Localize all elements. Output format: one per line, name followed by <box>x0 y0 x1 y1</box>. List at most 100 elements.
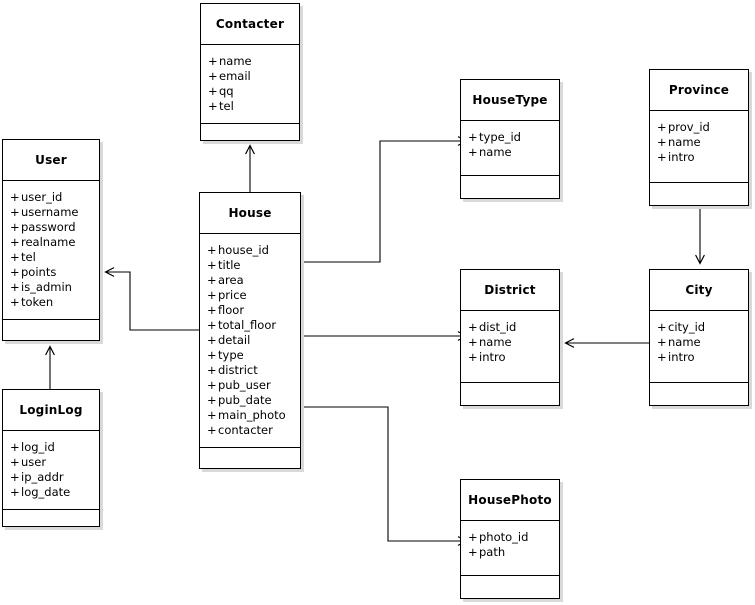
class-name-user: User <box>3 140 99 182</box>
attribute-name: floor <box>218 303 245 318</box>
attribute-name: house_id <box>218 243 269 258</box>
attribute-name: pub_user <box>218 378 271 393</box>
visibility-marker: + <box>10 485 20 500</box>
class-operations-loginlog <box>3 510 99 532</box>
attribute-name: total_floor <box>218 318 277 333</box>
visibility-marker: + <box>207 318 217 333</box>
class-attributes-user: +user_id +username +password +realname +… <box>3 181 99 321</box>
class-box-province[interactable]: Province +prov_id +name +intro <box>649 69 749 206</box>
visibility-marker: + <box>10 470 20 485</box>
visibility-marker: + <box>657 135 667 150</box>
attribute-row: +dist_id <box>461 320 559 335</box>
attribute-row: +token <box>3 295 99 310</box>
class-operations-contacter <box>201 124 299 146</box>
attribute-name: user_id <box>21 190 63 205</box>
class-box-user[interactable]: User +user_id +username +password +realn… <box>2 139 100 341</box>
visibility-marker: + <box>207 423 217 438</box>
class-box-city[interactable]: City +city_id +name +intro <box>649 269 749 406</box>
class-attributes-district: +dist_id +name +intro <box>461 311 559 383</box>
attribute-row: +name <box>461 335 559 350</box>
attribute-name: prov_id <box>668 120 710 135</box>
visibility-marker: + <box>657 335 667 350</box>
class-box-housephoto[interactable]: HousePhoto +photo_id +path <box>460 479 560 599</box>
attribute-row: +main_photo <box>200 408 300 423</box>
class-name-province: Province <box>650 70 748 112</box>
visibility-marker: + <box>208 84 218 99</box>
attribute-row: +intro <box>650 150 748 165</box>
visibility-marker: + <box>207 393 217 408</box>
visibility-marker: + <box>207 378 217 393</box>
attribute-row: +pub_date <box>200 393 300 408</box>
edge-house-housetype <box>301 136 468 263</box>
visibility-marker: + <box>657 350 667 365</box>
attribute-row: +pub_user <box>200 378 300 393</box>
visibility-marker: + <box>208 54 218 69</box>
attribute-row: +photo_id <box>461 530 559 545</box>
visibility-marker: + <box>10 295 20 310</box>
class-operations-district <box>461 383 559 405</box>
visibility-marker: + <box>207 363 217 378</box>
attribute-row: +user <box>3 455 99 470</box>
visibility-marker: + <box>207 243 217 258</box>
visibility-marker: + <box>10 205 20 220</box>
attribute-row: +tel <box>201 99 299 114</box>
attribute-name: user <box>21 455 47 470</box>
visibility-marker: + <box>207 348 217 363</box>
visibility-marker: + <box>468 350 478 365</box>
edge-house-user <box>104 267 199 331</box>
class-box-district[interactable]: District +dist_id +name +intro <box>460 269 560 406</box>
attribute-row: +total_floor <box>200 318 300 333</box>
class-name-contacter: Contacter <box>201 4 299 46</box>
attribute-row: +name <box>650 135 748 150</box>
attribute-row: +intro <box>461 350 559 365</box>
class-name-housephoto: HousePhoto <box>461 480 559 522</box>
class-box-house[interactable]: House +house_id +title +area +price +flo… <box>199 192 301 469</box>
visibility-marker: + <box>10 280 20 295</box>
attribute-name: title <box>218 258 241 273</box>
visibility-marker: + <box>468 545 478 560</box>
visibility-marker: + <box>468 335 478 350</box>
visibility-marker: + <box>657 120 667 135</box>
attribute-name: password <box>21 220 76 235</box>
attribute-row: +floor <box>200 303 300 318</box>
visibility-marker: + <box>657 150 667 165</box>
class-box-contacter[interactable]: Contacter +name +email +qq +tel <box>200 3 300 141</box>
attribute-row: +email <box>201 69 299 84</box>
attribute-name: intro <box>668 350 695 365</box>
attribute-row: +is_admin <box>3 280 99 295</box>
attribute-name: intro <box>479 350 506 365</box>
attribute-name: tel <box>219 99 234 114</box>
attribute-row: +title <box>200 258 300 273</box>
visibility-marker: + <box>468 320 478 335</box>
attribute-name: points <box>21 265 57 280</box>
class-name-house: House <box>200 193 300 235</box>
visibility-marker: + <box>208 99 218 114</box>
class-box-housetype[interactable]: HouseType +type_id +name <box>460 79 560 199</box>
attribute-row: +realname <box>3 235 99 250</box>
class-box-loginlog[interactable]: LoginLog +log_id +user +ip_addr +log_dat… <box>2 389 100 527</box>
attribute-row: +type <box>200 348 300 363</box>
visibility-marker: + <box>657 320 667 335</box>
attribute-row: +ip_addr <box>3 470 99 485</box>
attribute-row: +type_id <box>461 130 559 145</box>
visibility-marker: + <box>468 130 478 145</box>
attribute-name: email <box>219 69 251 84</box>
class-attributes-province: +prov_id +name +intro <box>650 111 748 183</box>
attribute-name: path <box>479 545 506 560</box>
attribute-name: name <box>668 135 701 150</box>
class-operations-house <box>200 448 300 470</box>
attribute-name: token <box>21 295 54 310</box>
attribute-row: +name <box>201 54 299 69</box>
attribute-name: tel <box>21 250 36 265</box>
visibility-marker: + <box>207 273 217 288</box>
attribute-row: +intro <box>650 350 748 365</box>
attribute-name: district <box>218 363 258 378</box>
attribute-row: +username <box>3 205 99 220</box>
class-operations-city <box>650 383 748 405</box>
attribute-name: name <box>479 335 512 350</box>
attribute-name: type <box>218 348 244 363</box>
class-attributes-city: +city_id +name +intro <box>650 311 748 383</box>
class-name-housetype: HouseType <box>461 80 559 122</box>
attribute-row: +prov_id <box>650 120 748 135</box>
